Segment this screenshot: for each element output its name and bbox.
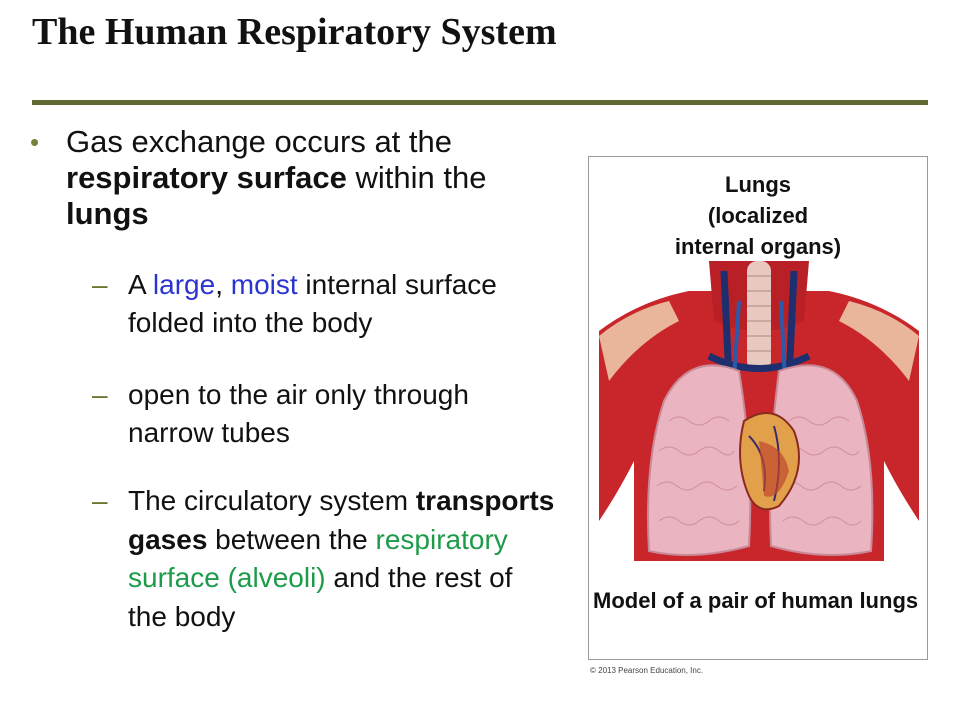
blood-vessels (707, 270, 811, 382)
lungs-figure: Lungs (localized internal organs) (588, 156, 928, 660)
text-run-bold: transports gases (128, 485, 555, 555)
text-run: The circulatory system (128, 485, 416, 516)
figure-label-line: (localized (707, 203, 809, 228)
figure-label-line: Lungs (725, 172, 791, 197)
text-run-bold: respiratory surface (66, 160, 347, 195)
copyright-notice: © 2013 Pearson Education, Inc. (590, 666, 704, 675)
title-divider (32, 100, 928, 105)
bullet-marker: • (30, 127, 40, 157)
shoulder-skin-right (839, 301, 919, 381)
dash-marker: – (92, 269, 108, 300)
trachea (747, 261, 771, 371)
figure-caption: Model of a pair of human lungs (593, 588, 919, 613)
text-run: A (128, 269, 153, 300)
lungs-model-illustration (599, 261, 919, 561)
figure-label: Lungs (localized internal organs) (589, 169, 927, 262)
text-run-green: respiratory surface (alveoli) (128, 523, 508, 594)
dash-marker: – (92, 379, 108, 410)
text-run: within the (346, 160, 487, 195)
sub-bullet-text: open to the air only through narrow tube… (128, 376, 558, 452)
text-run: internal surface folded into the body (128, 269, 497, 338)
text-run-bold: lungs (66, 196, 149, 231)
text-run: and the rest of the body (128, 562, 513, 632)
text-run: , (215, 269, 231, 300)
sub-bullet-text: A large, moist internal surface folded i… (128, 266, 558, 342)
slide-title: The Human Respiratory System (32, 11, 557, 53)
text-run-blue: moist (230, 269, 298, 300)
dash-marker: – (92, 485, 108, 516)
shoulder-skin-left (599, 301, 679, 381)
text-run: between the (207, 523, 376, 555)
text-run-blue: large (152, 269, 216, 300)
figure-label-line: internal organs) (674, 234, 842, 259)
text-run: Gas exchange occurs at the (66, 124, 453, 159)
sub-bullet-text: The circulatory system transports gases … (128, 482, 558, 636)
main-bullet-text: Gas exchange occurs at the respiratory s… (66, 124, 566, 232)
text-run: open to the air only through narrow tube… (128, 379, 469, 448)
